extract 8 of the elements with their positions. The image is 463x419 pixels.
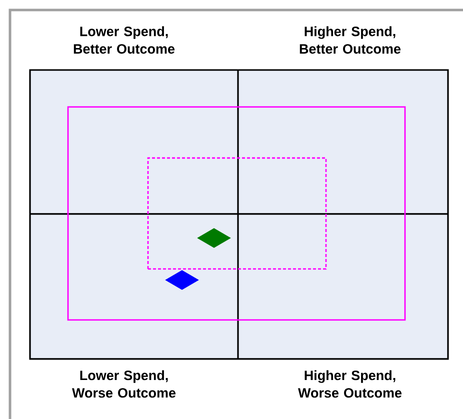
quadrant-label: Lower Spend, Better Outcome (74, 26, 175, 54)
region-box (147, 157, 327, 270)
quadrant-label: Lower Spend, Worse Outcome (72, 370, 176, 398)
quadrant-label: Higher Spend, Better Outcome (300, 26, 401, 54)
data-point-diamond (165, 270, 199, 290)
quadrant-label: Higher Spend, Worse Outcome (298, 370, 402, 398)
data-point-diamond (197, 228, 231, 248)
region-box (67, 106, 406, 321)
